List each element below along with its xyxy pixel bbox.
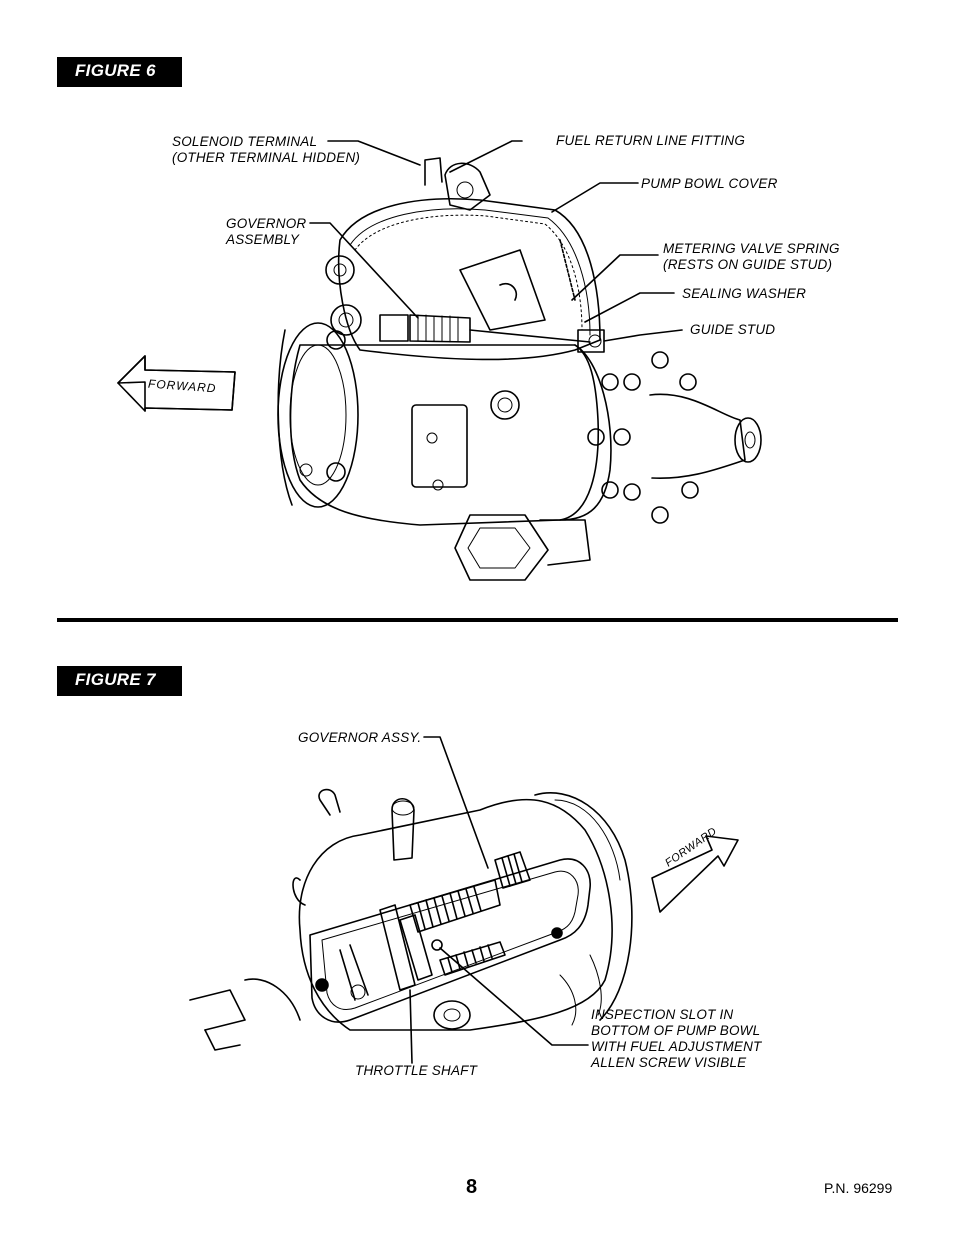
metering-valve-spring-callout: METERING VALVE SPRING (RESTS ON GUIDE ST…	[663, 241, 840, 272]
inspection-slot-callout: INSPECTION SLOT IN BOTTOM OF PUMP BOWL W…	[591, 1007, 762, 1070]
forward-arrow-right-icon	[651, 835, 739, 913]
governor-assy-callout: GOVERNOR ASSY.	[298, 730, 422, 745]
part-number: P.N. 96299	[824, 1180, 893, 1196]
throttle-shaft-callout: THROTTLE SHAFT	[355, 1063, 478, 1078]
forward-arrow-left-icon	[117, 355, 236, 412]
guide-stud-callout: GUIDE STUD	[690, 322, 776, 337]
section-divider	[57, 618, 898, 622]
fuel-return-line-callout: FUEL RETURN LINE FITTING	[556, 133, 746, 148]
solenoid-terminal-callout: SOLENOID TERMINAL (OTHER TERMINAL HIDDEN…	[172, 134, 361, 165]
figure-7-pump-drawing	[189, 736, 633, 1064]
figure-7-label: FIGURE 7	[57, 666, 182, 696]
figure-6-pump-drawing	[277, 140, 762, 581]
governor-assembly-callout: GOVERNOR ASSEMBLY	[226, 216, 307, 247]
sealing-washer-callout: SEALING WASHER	[682, 286, 807, 301]
figure-6-label: FIGURE 6	[57, 57, 182, 87]
pump-bowl-cover-callout: PUMP BOWL COVER	[641, 176, 778, 191]
page-number: 8	[466, 1176, 478, 1198]
